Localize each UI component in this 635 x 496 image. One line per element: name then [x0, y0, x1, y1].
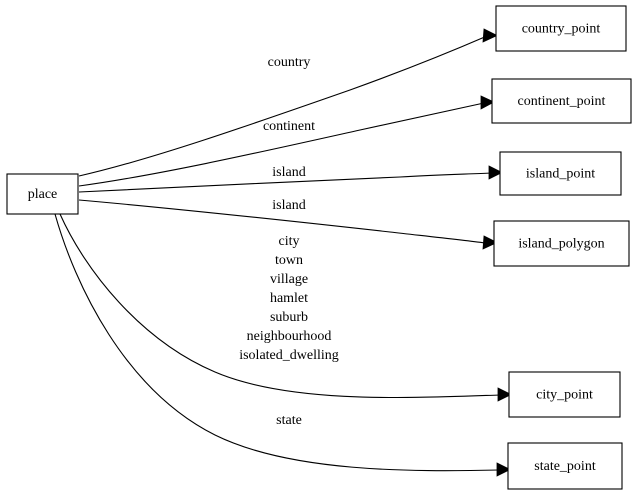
edge-place-to-state_point[interactable]	[54, 213, 511, 477]
node-label-continent_point: continent_point	[518, 94, 606, 109]
edge-label-city_point: city town village hamlet suburb neighbourhood…	[239, 234, 339, 363]
edge-line-state_point[interactable]	[54, 213, 500, 472]
arrowhead-icon-city_point	[497, 387, 512, 402]
edge-label-line: suburb	[270, 310, 308, 325]
edge-label-line: country	[268, 55, 311, 70]
edge-label-line: town	[275, 253, 303, 268]
node-label-island_point: island_point	[526, 167, 595, 182]
edge-line-island_point[interactable]	[78, 172, 492, 193]
node-label-place: place	[28, 187, 58, 202]
edge-label-line: hamlet	[270, 291, 308, 306]
nodes-layer: place country_point continent_point island_…	[6, 5, 632, 490]
edges-layer	[54, 28, 512, 477]
node-box-continent_point[interactable]	[491, 78, 632, 124]
node-box-state_point[interactable]	[507, 442, 623, 490]
node-continent_point[interactable]: continent_point	[491, 78, 632, 124]
edge-place-to-country_point[interactable]	[78, 28, 498, 177]
edge-place-to-island_polygon[interactable]	[78, 199, 498, 250]
edge-line-country_point[interactable]	[78, 35, 488, 177]
edge-label-continent_point: continent	[263, 119, 315, 134]
node-island_polygon[interactable]: island_polygon	[493, 220, 630, 267]
node-label-island_polygon: island_polygon	[518, 237, 604, 252]
edge-label-line: continent	[263, 119, 315, 134]
edge-place-to-island_point[interactable]	[78, 165, 503, 193]
node-place[interactable]: place	[6, 173, 79, 215]
edge-line-continent_point[interactable]	[78, 102, 485, 187]
node-country_point[interactable]: country_point	[495, 5, 627, 52]
node-island_point[interactable]: island_point	[499, 151, 622, 196]
node-box-island_point[interactable]	[499, 151, 622, 196]
edge-line-island_polygon[interactable]	[78, 199, 486, 244]
edge-label-state_point: state	[276, 413, 302, 428]
arrowhead-icon-state_point	[496, 462, 511, 477]
node-box-country_point[interactable]	[495, 5, 627, 52]
edge-label-line: city	[279, 234, 300, 249]
node-city_point[interactable]: city_point	[508, 371, 621, 418]
node-label-country_point: country_point	[522, 22, 601, 37]
edge-label-line: island	[272, 165, 305, 180]
edge-place-to-continent_point[interactable]	[78, 95, 495, 187]
edge-labels-layer: country continent island island city town vill…	[239, 55, 339, 428]
arrowhead-icon-continent_point	[480, 95, 495, 110]
node-label-city_point: city_point	[536, 388, 593, 403]
node-box-city_point[interactable]	[508, 371, 621, 418]
node-label-state_point: state_point	[534, 459, 596, 474]
node-box-island_polygon[interactable]	[493, 220, 630, 267]
arrowhead-icon-island_polygon	[482, 235, 498, 250]
edge-label-line: isolated_dwelling	[239, 348, 339, 363]
edge-label-line: neighbourhood	[247, 329, 332, 344]
edge-label-line: village	[270, 272, 308, 287]
edge-label-island_polygon: island	[272, 198, 305, 213]
edge-label-island_point: island	[272, 165, 305, 180]
edge-label-line: island	[272, 198, 305, 213]
arrowhead-icon-island_point	[488, 165, 503, 180]
node-state_point[interactable]: state_point	[507, 442, 623, 490]
edge-place-to-city_point[interactable]	[59, 213, 512, 402]
node-box-place[interactable]	[6, 173, 79, 215]
edge-label-line: state	[276, 413, 302, 428]
edge-label-country_point: country	[268, 55, 311, 70]
arrowhead-icon-country_point	[482, 28, 498, 43]
edge-line-city_point[interactable]	[59, 213, 501, 399]
